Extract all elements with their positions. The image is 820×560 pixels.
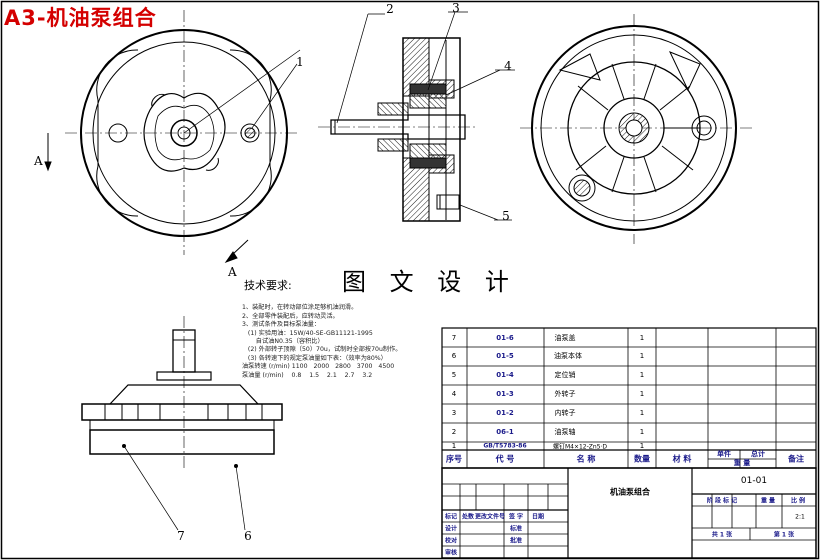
row-code: 06-1	[496, 428, 514, 436]
callout-5: 5	[502, 209, 510, 223]
header-qty: 数量	[634, 454, 650, 464]
tb-checker: 校对	[444, 537, 458, 545]
row-qty: 1	[639, 352, 645, 360]
section-a-label-bottom: A	[227, 265, 237, 279]
row-name: 外转子	[554, 390, 576, 398]
row-qty: 1	[639, 334, 645, 342]
stage-mark: 阶 段 标 记	[706, 497, 738, 505]
watermark-text: 图 文 设 计	[342, 268, 517, 296]
row-qty: 1	[639, 442, 645, 450]
requirement-line: 油泵转速 (r/min) 1100 2000 2800 3700 4500	[242, 363, 395, 371]
requirements-list: 1、装配时，在转动部位涂足够机油润滑。2、全部零件装配后，应转动灵活。3、测试条…	[242, 296, 401, 388]
row-seq: 3	[451, 409, 457, 417]
row-qty: 1	[639, 409, 645, 417]
weight-label: 重 量	[760, 497, 776, 505]
requirement-line: 1、装配时，在转动部位涂足够机油润滑。	[242, 304, 358, 312]
header-unit: 单件	[717, 450, 731, 458]
scale-label: 比 例	[790, 497, 806, 505]
row-code: 01-6	[496, 334, 514, 342]
callout-4: 4	[504, 59, 512, 73]
title-block	[441, 467, 817, 559]
row-name: 油泵轴	[554, 428, 576, 436]
row-name: 定位销	[554, 371, 576, 379]
row-qty: 1	[639, 371, 645, 379]
callout-6: 6	[244, 529, 252, 543]
tb-designer: 设计	[444, 525, 458, 533]
row-code: GB/T5783-86	[483, 442, 527, 450]
requirement-line: 自试油N0.35（容积比）	[242, 338, 324, 346]
header-weight: 重 量	[733, 459, 751, 467]
page-title: A3-机油泵组合	[4, 6, 157, 30]
row-name: 油泵盖	[554, 334, 576, 342]
sheet-total: 共 1 张	[711, 531, 733, 539]
front-view-left	[65, 10, 301, 255]
row-code: 01-3	[496, 390, 514, 398]
requirement-line: (3) 各转速下的规定泵油量如下表：（效率为80%）	[242, 354, 387, 362]
callout-1: 1	[296, 55, 304, 69]
tb-sign: 签 字	[508, 513, 524, 521]
requirements-heading: 技术要求:	[244, 279, 292, 292]
row-seq: 5	[451, 371, 457, 379]
scale-value: 2:1	[795, 513, 805, 521]
row-name: 油泵本体	[554, 352, 582, 360]
header-remarks: 备注	[788, 454, 804, 464]
callout-7: 7	[177, 529, 185, 543]
callout-3: 3	[452, 1, 460, 15]
header-name: 名 称	[576, 454, 596, 464]
tb-approve: 批准	[509, 537, 523, 545]
row-name: 内转子	[554, 409, 576, 417]
row-qty: 1	[639, 428, 645, 436]
row-code: 01-4	[496, 371, 514, 379]
requirement-line: 2、全部零件装配后，应转动灵活。	[242, 312, 339, 320]
section-a-label-left: A	[33, 154, 43, 168]
callout-2: 2	[386, 2, 394, 16]
tb-change: 更改文件号	[474, 513, 506, 521]
tb-standard: 标准	[509, 525, 523, 533]
row-code: 01-5	[496, 352, 514, 360]
row-seq: 1	[451, 442, 457, 450]
row-seq: 4	[451, 390, 457, 398]
side-elevation	[81, 316, 283, 531]
drawing-number: 01-01	[740, 476, 768, 486]
header-seq: 序号	[446, 454, 462, 464]
row-seq: 6	[451, 352, 457, 360]
requirement-line: 泵油量 (r/min) 0.8 1.5 2.1 2.7 3.2	[242, 371, 373, 379]
row-code: 01-2	[496, 409, 514, 417]
sheet-number: 第 1 张	[773, 531, 795, 539]
drawing-name: 机油泵组合	[610, 487, 650, 497]
tb-date: 日期	[531, 513, 545, 521]
requirement-line: 3、测试条件及目标泵油量：	[242, 321, 321, 329]
rear-view-right	[520, 14, 752, 244]
requirement-line: (1) 实验用油：15W/40-SE-GB11121-1995	[242, 329, 373, 337]
row-name: 螺钉M4×12-Zn5·D	[552, 443, 608, 451]
tb-reviewer: 审核	[444, 549, 458, 557]
header-total: 总计	[751, 450, 765, 458]
tb-count: 处数	[461, 513, 475, 521]
section-view-middle	[251, 11, 515, 222]
requirement-line: (2) 外部转子顶隙（50）70u，试制时全部按70u制作。	[242, 346, 402, 354]
tb-mark: 标记	[444, 513, 458, 521]
section-marker-a	[44, 133, 249, 264]
row-qty: 1	[639, 390, 645, 398]
header-material: 材 料	[672, 454, 692, 464]
row-seq: 7	[451, 334, 457, 342]
header-code: 代 号	[495, 454, 515, 464]
row-seq: 2	[451, 428, 457, 436]
